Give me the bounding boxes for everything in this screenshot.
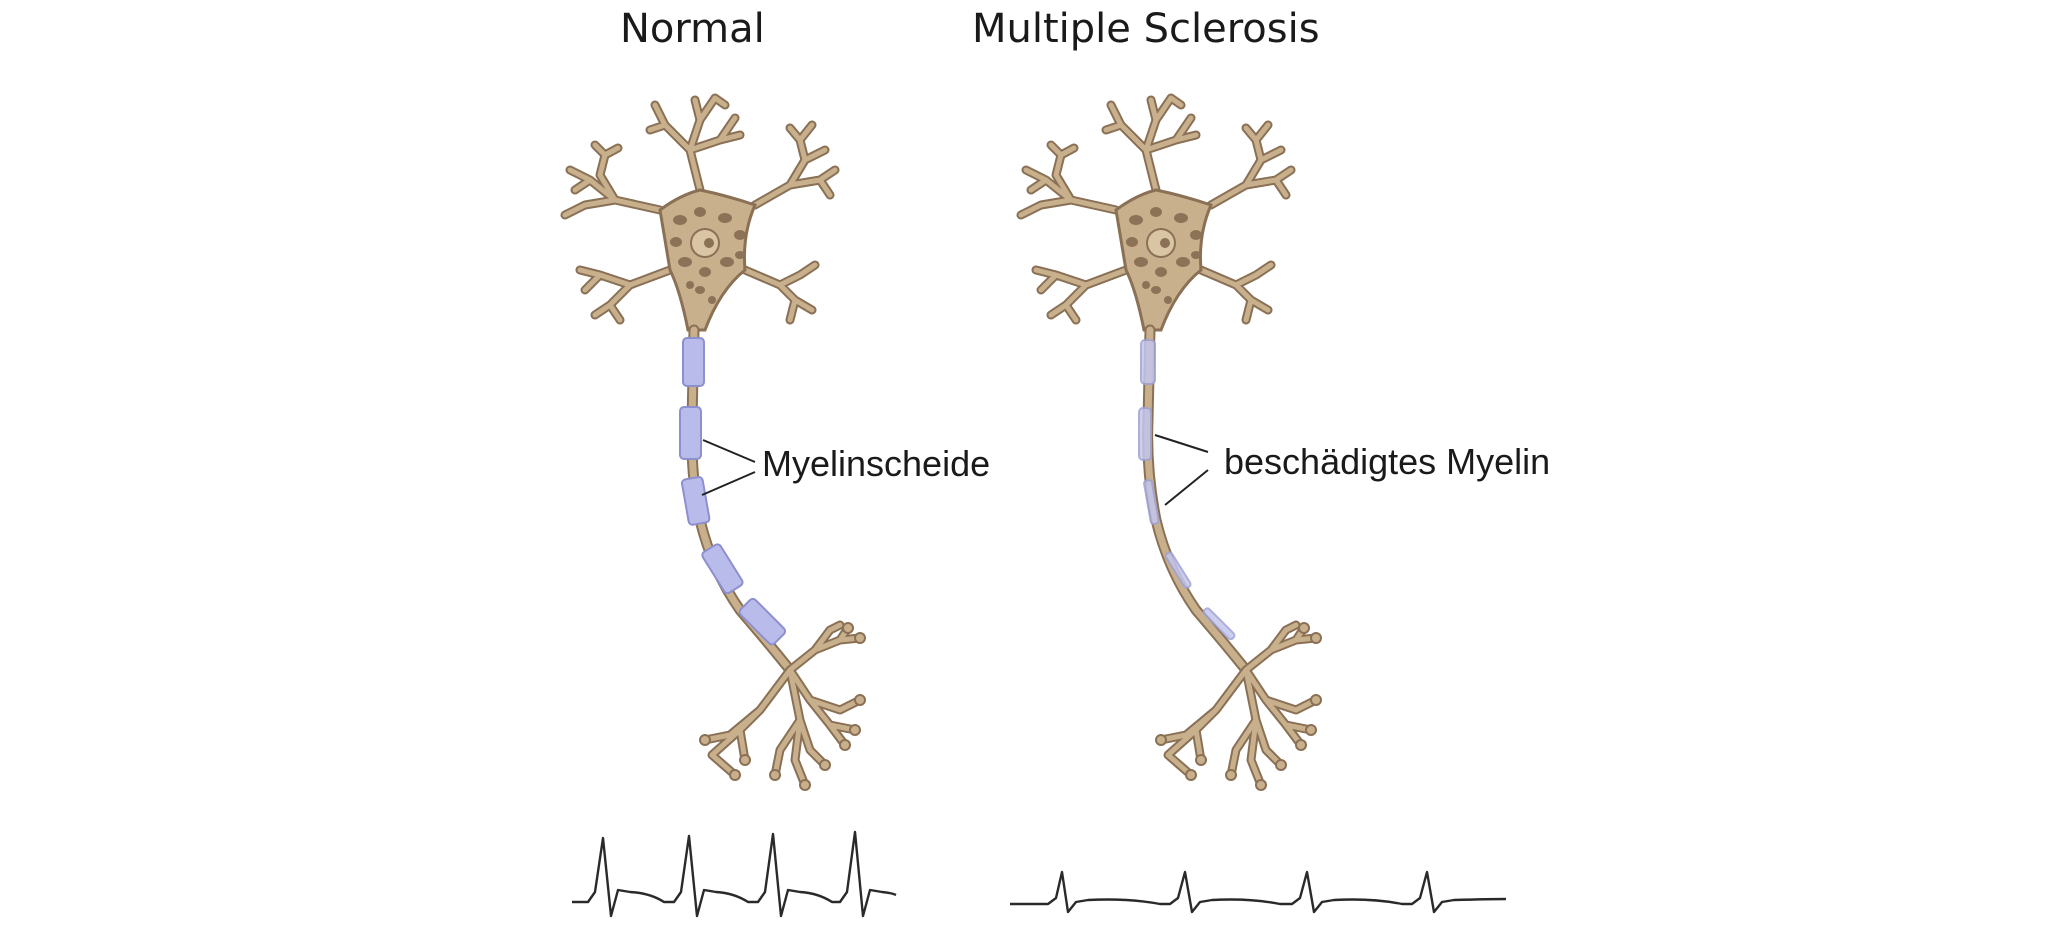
normal-title: Normal	[620, 6, 765, 52]
normal-dendrites	[560, 93, 840, 325]
ms-dendrites	[1016, 93, 1296, 325]
ms-neuron	[1016, 93, 1322, 791]
ms-soma-texture	[1126, 207, 1202, 304]
ms-axon-terminals	[1155, 620, 1322, 791]
normal-label: Myelinscheide	[762, 443, 990, 484]
normal-neuron	[560, 93, 866, 791]
ms-label: beschädigtes Myelin	[1224, 441, 1550, 482]
normal-label-leader	[701, 439, 756, 496]
ms-damaged-myelin	[1138, 339, 1236, 641]
normal-soma	[658, 188, 758, 332]
ms-label-leader	[1154, 434, 1209, 506]
ms-signal-trace	[1010, 870, 1507, 914]
normal-signal-trace	[572, 830, 897, 918]
normal-soma-texture	[670, 207, 746, 304]
normal-myelin-sheaths	[679, 337, 787, 646]
normal-axon-terminals	[699, 620, 866, 791]
ms-soma	[1114, 188, 1214, 332]
ms-title: Multiple Sclerosis	[972, 6, 1320, 52]
